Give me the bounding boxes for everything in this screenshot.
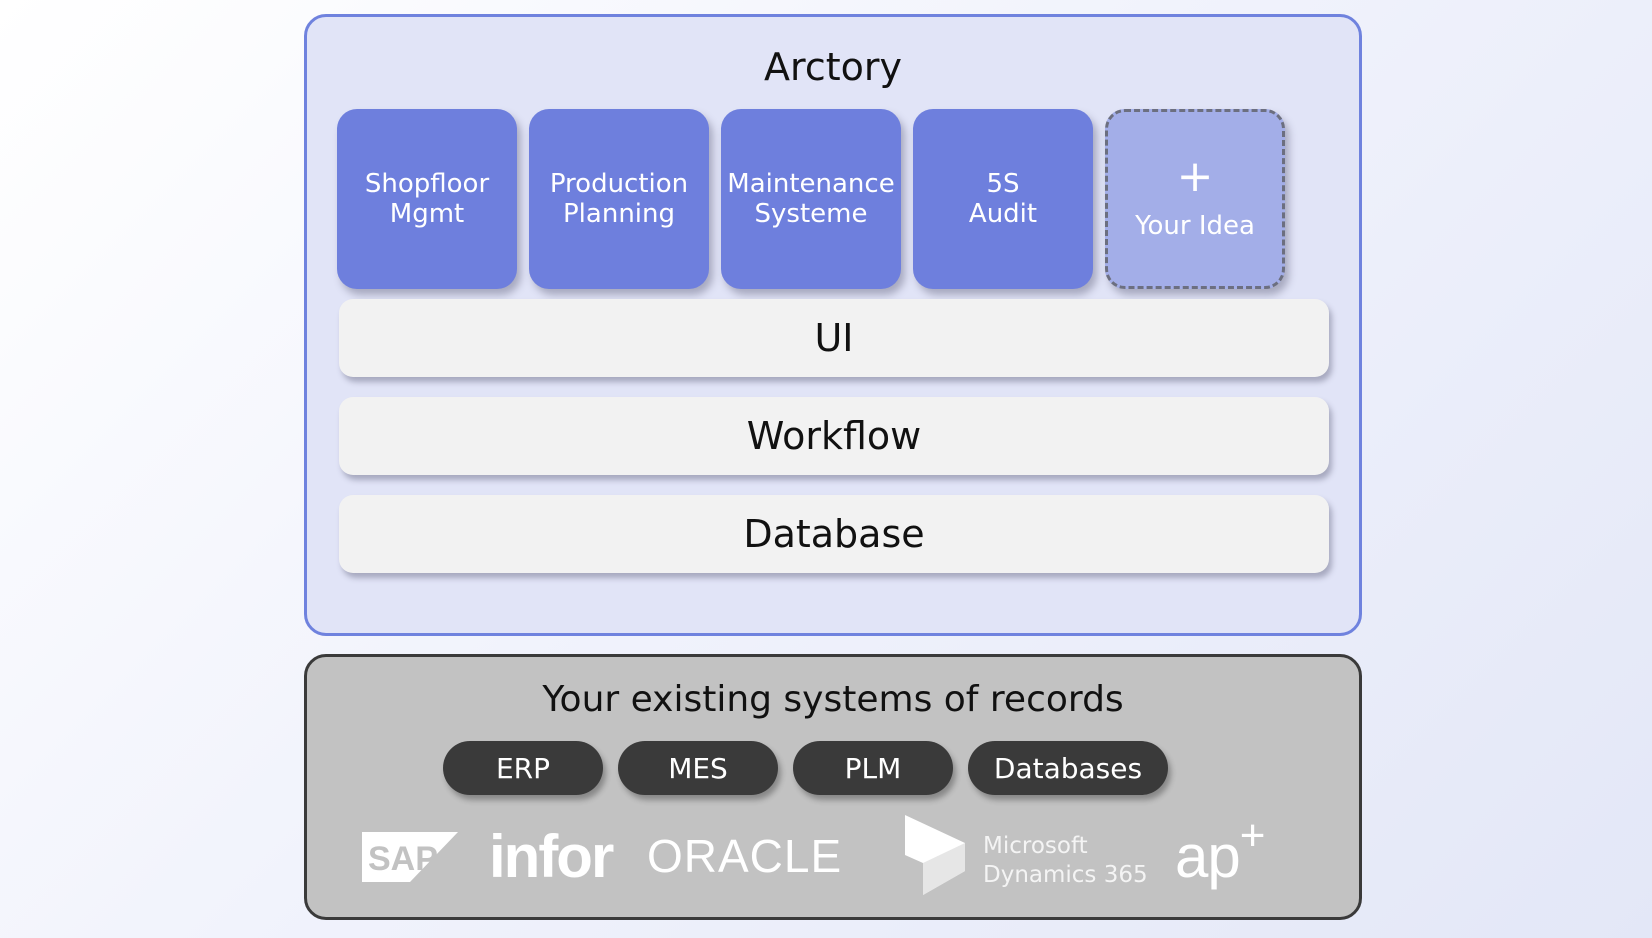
- module-production-planning[interactable]: Production Planning: [529, 109, 709, 289]
- module-label-line2: Systeme: [754, 199, 868, 229]
- layer-ui[interactable]: UI: [339, 299, 1329, 377]
- pill-mes[interactable]: MES: [618, 741, 778, 795]
- module-label-line1: 5S: [986, 169, 1020, 199]
- sap-logo: SAP: [362, 832, 458, 882]
- microsoft-dynamics-icon: [905, 815, 965, 895]
- module-label-line2: Planning: [563, 199, 675, 229]
- module-maintenance-systeme[interactable]: Maintenance Systeme: [721, 109, 901, 289]
- module-label-line1: Production: [549, 169, 689, 199]
- module-label-line1: Shopfloor: [364, 169, 490, 199]
- records-title: Your existing systems of records: [542, 679, 1124, 720]
- module-label: Your Idea: [1135, 211, 1255, 241]
- module-label-line2: Mgmt: [389, 199, 465, 229]
- infor-logo: infor: [489, 823, 614, 890]
- oracle-logo: ORACLE: [647, 830, 843, 882]
- dynamics-365-text: Dynamics 365: [983, 862, 1148, 888]
- module-shopfloor-mgmt[interactable]: Shopfloor Mgmt: [337, 109, 517, 289]
- plus-icon: +: [1176, 151, 1214, 202]
- module-your-idea[interactable]: + Your Idea: [1105, 109, 1285, 289]
- ap-text: ap: [1175, 823, 1241, 890]
- module-label-line1: Maintenance: [727, 169, 895, 199]
- module-5s-audit[interactable]: 5S Audit: [913, 109, 1093, 289]
- ap-plus-sup: +: [1239, 811, 1266, 860]
- layer-workflow[interactable]: Workflow: [339, 397, 1329, 475]
- layer-database[interactable]: Database: [339, 495, 1329, 573]
- arctory-container: Arctory Shopfloor Mgmt Production Planni…: [304, 14, 1362, 636]
- arctory-title: Arctory: [764, 45, 902, 89]
- pill-plm[interactable]: PLM: [793, 741, 953, 795]
- pill-databases[interactable]: Databases: [968, 741, 1168, 795]
- module-label-line2: Audit: [968, 199, 1038, 229]
- pill-erp[interactable]: ERP: [443, 741, 603, 795]
- microsoft-text: Microsoft: [983, 833, 1088, 859]
- microsoft-dynamics-logo: Microsoft Dynamics 365: [983, 832, 1148, 890]
- ap-plus-logo: ap+: [1175, 811, 1265, 891]
- systems-of-records-container: Your existing systems of records ERP MES…: [304, 654, 1362, 920]
- sap-logo-text: SAP: [368, 840, 438, 878]
